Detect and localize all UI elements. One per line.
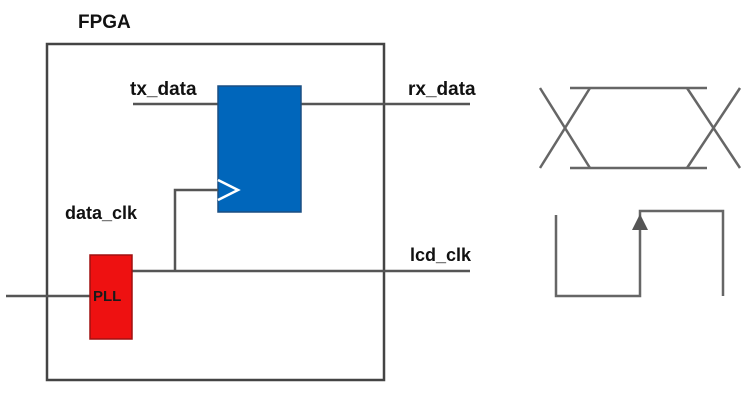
- clock-input-triangle: [217, 178, 241, 202]
- pll-block: [89, 254, 133, 340]
- data-clk-label: data_clk: [65, 203, 138, 223]
- fpga-label: FPGA: [78, 12, 131, 33]
- clock-edge-waveform: [554, 209, 725, 298]
- pll-label: PLL: [93, 288, 121, 305]
- fpga-boundary: [45, 42, 386, 382]
- rising-edge-arrow-icon: [632, 214, 648, 230]
- lcd-clk-label: lcd_clk: [410, 245, 472, 265]
- flipflop-block: [217, 85, 302, 213]
- data-clk-line: [173, 188, 218, 271]
- data-eye-waveform: [538, 86, 742, 170]
- tx-data-label: tx_data: [130, 79, 197, 100]
- rx-data-label: rx_data: [408, 79, 476, 100]
